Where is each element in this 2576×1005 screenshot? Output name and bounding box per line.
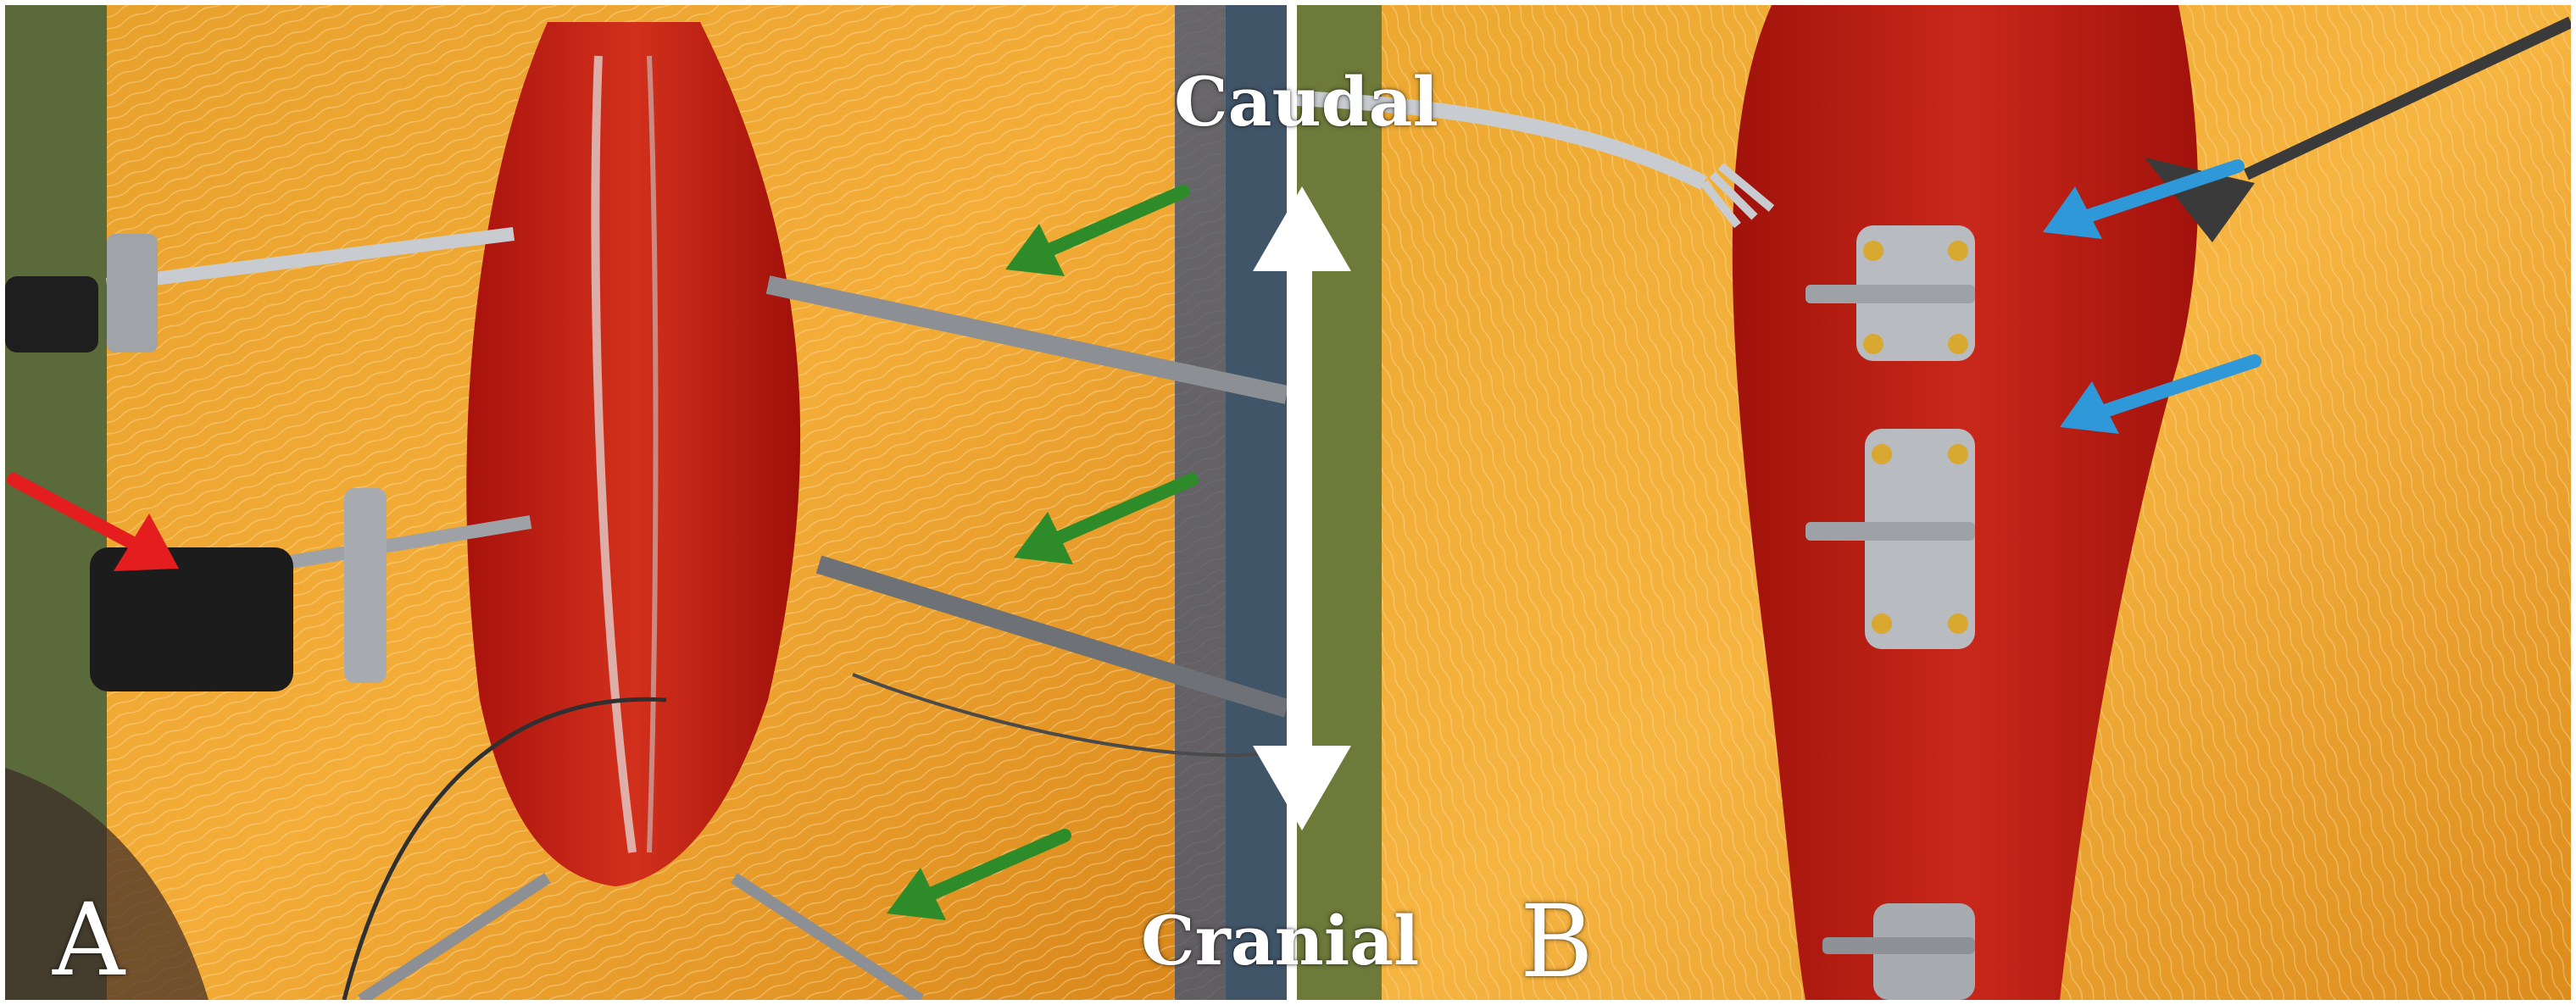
forceps-icon xyxy=(1297,91,1775,229)
retractor-blade-bottom-left xyxy=(358,873,551,1000)
spinal-rod xyxy=(591,55,637,853)
panel-label-b: B xyxy=(1520,883,1594,1000)
panel-label-a: A xyxy=(53,881,125,998)
retractor-blade-mid-right xyxy=(815,555,1287,718)
cranial-label: Cranial xyxy=(1141,901,1420,980)
wire-icon xyxy=(342,697,667,1000)
panel-a-illustration xyxy=(5,5,1287,1000)
drape-corner xyxy=(5,768,209,1000)
panel-b-illustration xyxy=(1297,5,2571,1000)
green-arrow-lower xyxy=(887,829,1071,920)
retractor-blade-icon xyxy=(2244,16,2571,180)
retractor-tip xyxy=(2145,158,2255,242)
surgical-clamp-upper xyxy=(5,276,98,353)
fixation-plate-icon xyxy=(107,234,158,353)
spinal-wire xyxy=(647,55,659,853)
orientation-arrowhead-up xyxy=(1253,186,1351,271)
red-arrow xyxy=(7,473,179,571)
orientation-double-arrow xyxy=(1253,186,1351,830)
panel-b-photo xyxy=(1297,5,2571,1000)
caudal-label: Caudal xyxy=(1174,62,1438,142)
retractor-blade-upper-right xyxy=(765,275,1287,404)
orientation-shaft xyxy=(1292,263,1312,754)
panel-a-photo xyxy=(5,5,1287,1000)
retractor-blade-bottom-right xyxy=(731,873,924,1000)
retractor-blade-mid-left xyxy=(275,515,532,571)
fixation-plate-upper xyxy=(1805,225,1975,361)
wire-right xyxy=(852,673,1287,758)
green-arrow-middle xyxy=(1014,473,1199,564)
blue-arrow-upper xyxy=(2043,159,2245,239)
fixation-plate-middle xyxy=(1805,429,1975,649)
green-arrow-upper xyxy=(1005,185,1190,276)
incision-wound xyxy=(466,22,801,886)
bone-plate xyxy=(344,488,387,683)
blue-drape xyxy=(1175,5,1287,1000)
blue-arrow-lower xyxy=(2060,354,2262,434)
surgical-clamp-icon xyxy=(90,547,293,691)
fixation-plate-lower xyxy=(1822,903,1975,1000)
retractor-blade-upper-left xyxy=(106,227,515,292)
orientation-arrowhead-down xyxy=(1253,746,1351,830)
